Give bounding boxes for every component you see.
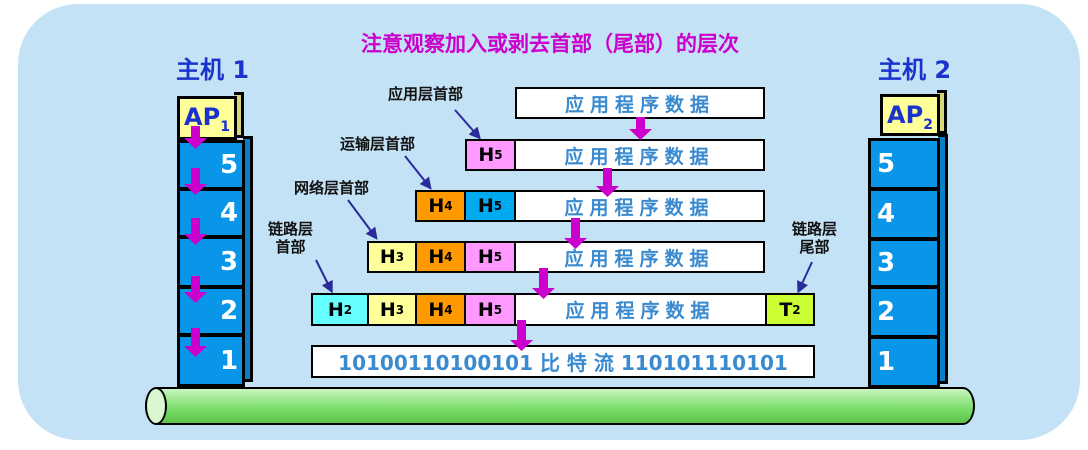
ap2-text: AP [887, 101, 924, 129]
ap1-sub: 1 [220, 118, 230, 135]
label-link-trailer: 链路层尾部 [792, 220, 838, 256]
app-data-row3: 应用程序数据 [514, 190, 765, 222]
label-network-header: 网络层首部 [294, 179, 370, 197]
host1-layer-4: 4 [177, 188, 245, 238]
host1-stack-side [243, 136, 253, 382]
host2-layer-1: 1 [868, 336, 940, 388]
label-link-header: 链路层首部 [268, 220, 314, 256]
bitstream-row: 10100110100101 比 特 流 110101110101 [311, 345, 815, 378]
host2-layer-3: 3 [868, 238, 940, 288]
host2-layer-4: 4 [868, 188, 940, 240]
app-data-row4: 应用程序数据 [514, 241, 765, 273]
physical-medium-cylinder [145, 387, 975, 425]
ap2-box: AP2 [880, 94, 940, 136]
ap2-sub: 2 [923, 116, 933, 133]
app-data-row2: 应用程序数据 [514, 139, 765, 171]
down-arrow-icon [184, 126, 207, 149]
host-2-label: 主机 2 [878, 56, 952, 84]
ap1-text: AP [184, 103, 221, 131]
host-1-label: 主机 1 [176, 56, 250, 84]
down-arrow-icon [532, 268, 555, 299]
down-arrow-icon [510, 320, 533, 351]
down-arrow-icon [184, 328, 207, 357]
label-transport-header: 运输层首部 [340, 135, 416, 153]
ap1-box: AP1 [177, 96, 237, 140]
host2-layer-5: 5 [868, 138, 940, 190]
pointer-link-header [315, 259, 333, 294]
down-arrow-icon [596, 168, 619, 197]
pointer-transport-header [404, 155, 432, 190]
ap1-side [234, 92, 244, 138]
pointer-link-trailer [797, 261, 813, 294]
app-data-row5: 应用程序数据 [514, 293, 767, 326]
down-arrow-icon [184, 276, 207, 303]
pointer-network-header [347, 199, 378, 240]
down-arrow-icon [184, 168, 207, 195]
host1-layer-3: 3 [177, 236, 245, 288]
down-arrow-icon [184, 218, 207, 245]
diagram-title: 注意观察加入或剥去首部（尾部）的层次 [361, 32, 739, 56]
host1-layer-1: 1 [177, 334, 245, 387]
down-arrow-icon [564, 218, 587, 249]
ap2-side [937, 90, 947, 134]
cylinder-end [145, 387, 167, 425]
app-data-row1: 应用程序数据 [515, 87, 765, 119]
host2-stack-side [938, 134, 948, 384]
down-arrow-icon [629, 117, 652, 140]
pointer-app-header [454, 109, 481, 140]
label-app-header: 应用层首部 [388, 85, 464, 103]
